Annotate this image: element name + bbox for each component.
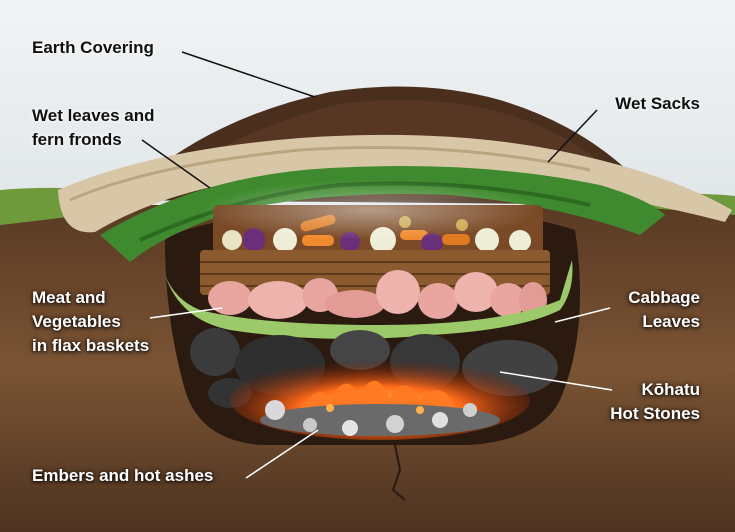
label-text: Wet leaves and: [32, 106, 155, 125]
label-wet-leaves: Wet leaves and fern fronds: [32, 104, 155, 152]
label-text: Meat and: [32, 288, 106, 307]
embers: [260, 400, 500, 436]
label-text: Wet Sacks: [615, 94, 700, 113]
label-meat-vegetables: Meat and Vegetables in flax baskets: [32, 286, 149, 358]
label-text: Embers and hot ashes: [32, 466, 214, 485]
label-text: Earth Covering: [32, 38, 154, 57]
pointer-cabbage: [554, 307, 611, 323]
label-text: Leaves: [642, 312, 700, 331]
label-text: Kōhatu: [641, 380, 700, 399]
label-text: in flax baskets: [32, 336, 150, 355]
pointer-stones: [499, 371, 613, 391]
label-text: Cabbage: [628, 288, 700, 307]
pointer-embers: [245, 429, 319, 479]
label-earth-covering: Earth Covering: [32, 36, 154, 60]
label-text: Vegetables: [32, 312, 121, 331]
wet-leaves: [100, 166, 665, 262]
meat-layer: [208, 270, 547, 319]
pointer-leaves: [141, 139, 211, 189]
label-cabbage-leaves: Cabbage Leaves: [628, 286, 700, 334]
pointer-meat: [149, 307, 223, 319]
label-kohatu: Kōhatu Hot Stones: [610, 378, 700, 426]
label-wet-sacks: Wet Sacks: [615, 92, 700, 116]
label-embers: Embers and hot ashes: [32, 464, 213, 488]
label-text: Hot Stones: [610, 404, 700, 423]
pointer-lines: [141, 51, 598, 189]
label-text: fern fronds: [32, 130, 122, 149]
pointer-sacks: [547, 109, 598, 163]
pointer-earth: [181, 51, 316, 98]
